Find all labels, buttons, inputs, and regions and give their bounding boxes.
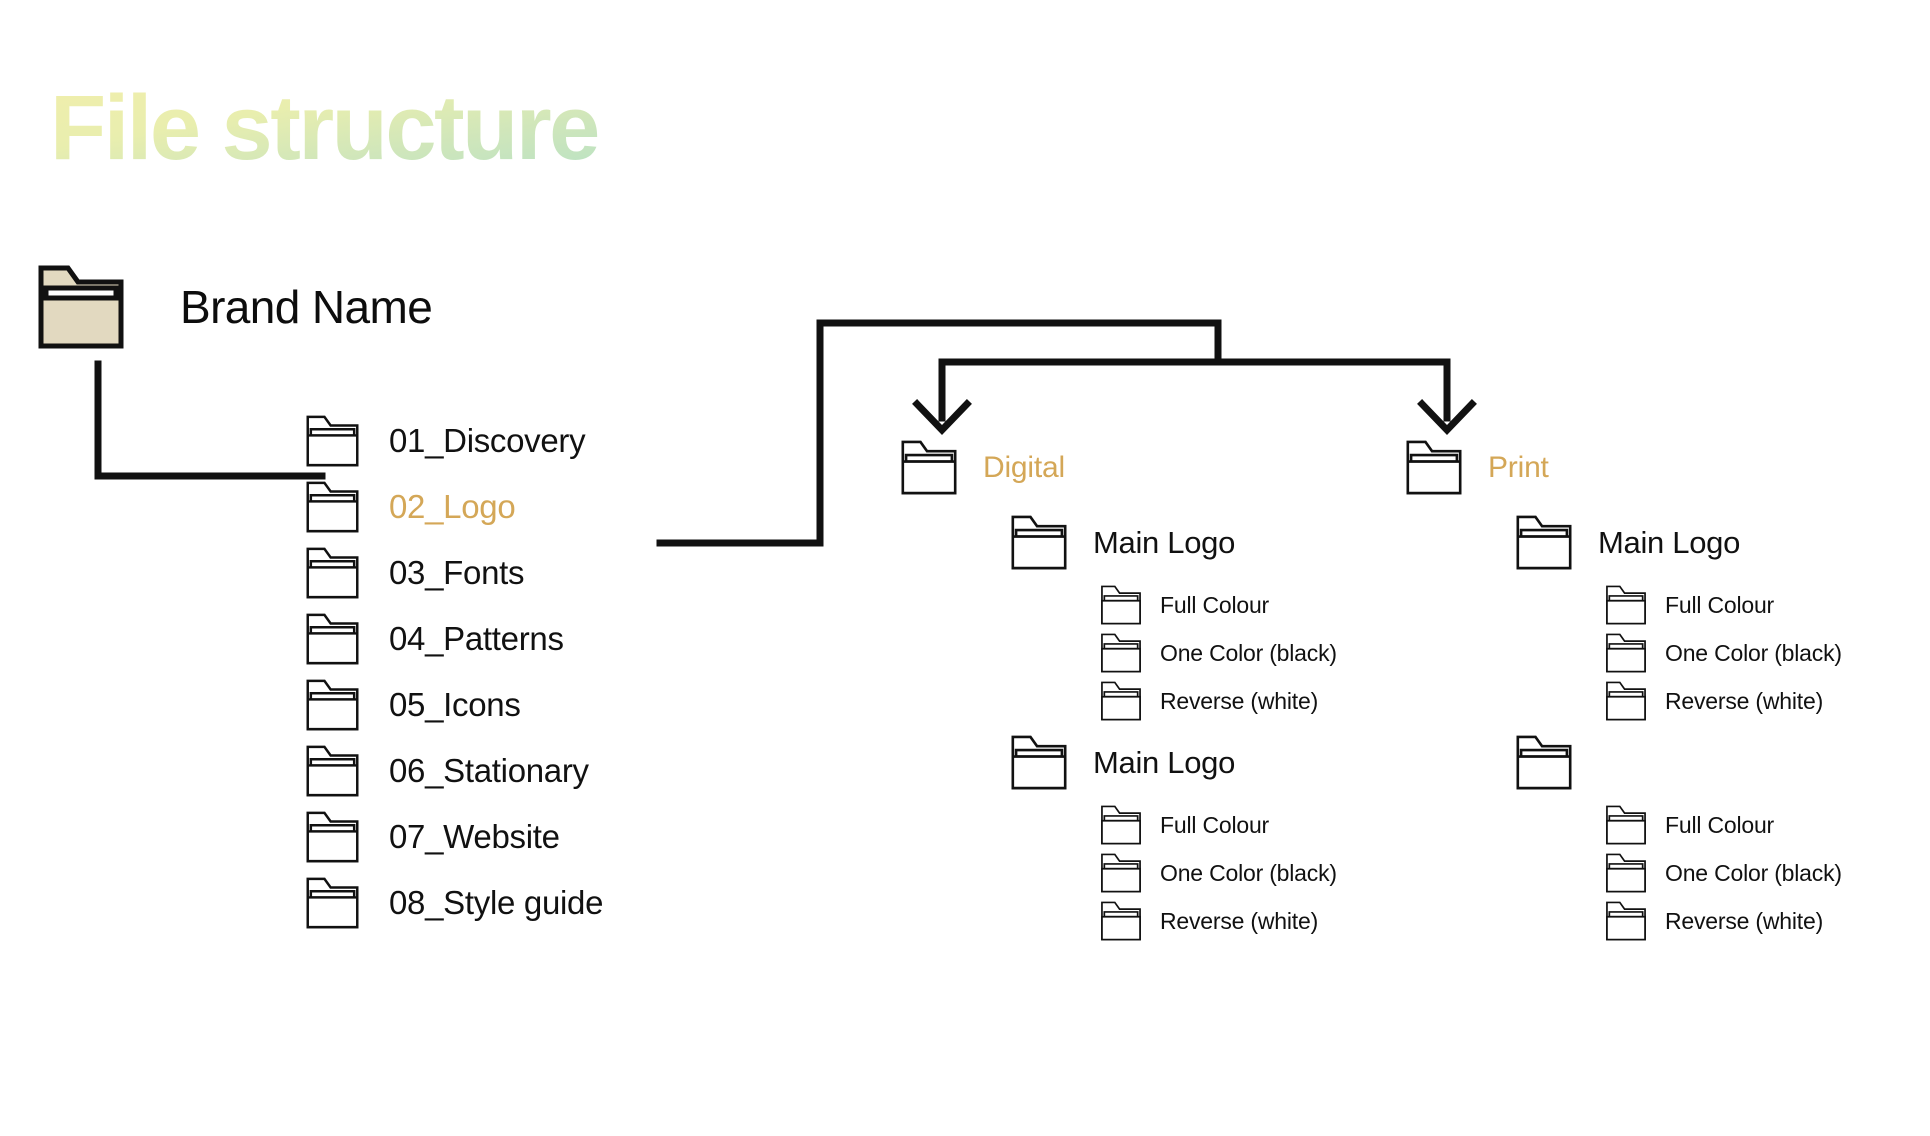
folder-icon [306, 547, 359, 599]
group-folder-label: Main Logo [1093, 744, 1236, 780]
level1-folder-5[interactable]: 05_Icons [305, 679, 521, 731]
folder-icon [1101, 633, 1141, 673]
folder-icon [306, 745, 359, 797]
folder-icon [1101, 853, 1141, 893]
leaf-folder-label: Full Colour [1160, 811, 1270, 838]
folder-icon [1516, 515, 1572, 570]
leaf-folder-label: Reverse (white) [1665, 687, 1824, 714]
group-folder-label: Main Logo [1093, 524, 1236, 560]
level1-folder-7[interactable]: 07_Website [305, 811, 560, 863]
root-folder-node[interactable]: Brand Name [38, 265, 433, 349]
folder-icon [1101, 901, 1141, 941]
leaf-folder-label: One Color (black) [1160, 859, 1337, 886]
folder-icon [1606, 633, 1646, 673]
group-folder-digital-1[interactable]: Main Logo [1010, 515, 1235, 570]
leaf-folder-print-2-2[interactable]: One Color (black) [1605, 853, 1842, 893]
branch-head-label: Digital [983, 450, 1065, 484]
level1-folder-6[interactable]: 06_Stationary [305, 745, 589, 797]
level1-folder-label: 07_Website [389, 818, 560, 855]
leaf-folder-label: Full Colour [1665, 591, 1775, 618]
page-title: File structure [50, 77, 600, 179]
folder-icon [1606, 805, 1646, 845]
leaf-folder-digital-1-2[interactable]: One Color (black) [1100, 633, 1337, 673]
leaf-folder-print-1-2[interactable]: One Color (black) [1605, 633, 1842, 673]
group-folder-print-2[interactable] [1515, 735, 1598, 790]
folder-icon [1606, 585, 1646, 625]
group-folder-print-1[interactable]: Main Logo [1515, 515, 1740, 570]
folder-icon [306, 481, 359, 533]
leaf-folder-label: Reverse (white) [1160, 907, 1319, 934]
branch-head-digital[interactable]: Digital [900, 440, 1065, 495]
level1-folder-label: 05_Icons [389, 686, 521, 723]
leaf-folder-digital-1-3[interactable]: Reverse (white) [1100, 681, 1318, 721]
root-folder-label: Brand Name [180, 281, 433, 333]
leaf-folder-print-2-1[interactable]: Full Colour [1605, 805, 1774, 845]
leaf-folder-label: One Color (black) [1665, 859, 1842, 886]
level1-folder-label: 01_Discovery [389, 422, 586, 459]
leaf-folder-label: Full Colour [1160, 591, 1270, 618]
leaf-folder-print-2-3[interactable]: Reverse (white) [1605, 901, 1823, 941]
leaf-folder-digital-1-1[interactable]: Full Colour [1100, 585, 1269, 625]
connector-logo-riser [656, 319, 1222, 547]
level1-folder-2[interactable]: 02_Logo [305, 481, 516, 533]
folder-icon [1406, 440, 1462, 495]
leaf-folder-print-1-1[interactable]: Full Colour [1605, 585, 1774, 625]
level1-folder-label: 06_Stationary [389, 752, 589, 789]
level1-folder-4[interactable]: 04_Patterns [305, 613, 564, 665]
level1-folder-label: 08_Style guide [389, 884, 604, 921]
folder-icon [38, 265, 124, 349]
connector-root-to-level1 [94, 360, 326, 480]
leaf-folder-label: One Color (black) [1665, 639, 1842, 666]
folder-icon [1516, 735, 1572, 790]
group-folder-digital-2[interactable]: Main Logo [1010, 735, 1235, 790]
leaf-folder-label: Reverse (white) [1160, 687, 1319, 714]
leaf-folder-label: One Color (black) [1160, 639, 1337, 666]
folder-icon [1606, 681, 1646, 721]
folder-icon [1101, 805, 1141, 845]
folder-icon [306, 877, 359, 929]
level1-folder-1[interactable]: 01_Discovery [305, 415, 586, 467]
leaf-folder-label: Full Colour [1665, 811, 1775, 838]
group-folder-label: Main Logo [1598, 524, 1741, 560]
digital-arrowhead-icon [912, 399, 972, 436]
leaf-folder-digital-2-3[interactable]: Reverse (white) [1100, 901, 1318, 941]
leaf-folder-digital-2-2[interactable]: One Color (black) [1100, 853, 1337, 893]
leaf-folder-print-1-3[interactable]: Reverse (white) [1605, 681, 1823, 721]
folder-icon [901, 440, 957, 495]
folder-icon [1011, 735, 1067, 790]
level1-folder-label: 02_Logo [389, 488, 516, 525]
branch-head-print[interactable]: Print [1405, 440, 1549, 495]
level1-folder-label: 03_Fonts [389, 554, 525, 591]
branch-head-label: Print [1488, 450, 1549, 484]
folder-icon [306, 811, 359, 863]
folder-icon [1011, 515, 1067, 570]
level1-folder-8[interactable]: 08_Style guide [305, 877, 603, 929]
folder-icon [1101, 585, 1141, 625]
leaf-folder-label: Reverse (white) [1665, 907, 1824, 934]
folder-icon [1606, 901, 1646, 941]
folder-icon [1606, 853, 1646, 893]
folder-icon [306, 613, 359, 665]
leaf-folder-digital-2-1[interactable]: Full Colour [1100, 805, 1269, 845]
folder-icon [1101, 681, 1141, 721]
folder-icon [306, 415, 359, 467]
print-arrowhead-icon [1417, 399, 1477, 436]
level1-folder-label: 04_Patterns [389, 620, 564, 657]
folder-icon [306, 679, 359, 731]
level1-folder-3[interactable]: 03_Fonts [305, 547, 525, 599]
